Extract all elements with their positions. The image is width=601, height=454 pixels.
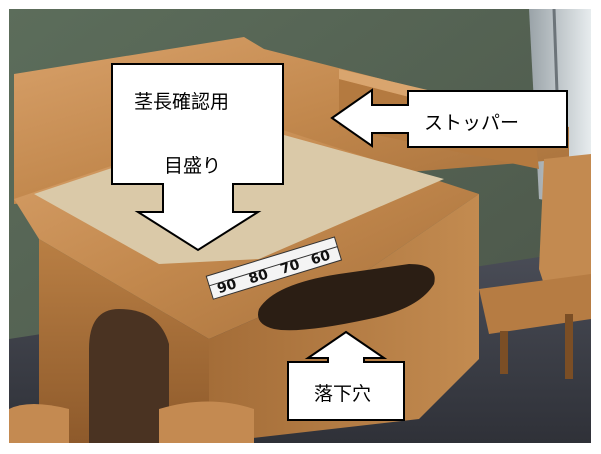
stopper-label: ストッパー bbox=[424, 112, 519, 134]
side-chair-seat bbox=[479, 274, 591, 334]
drop-hole-label: 落下穴 bbox=[314, 383, 371, 405]
drop-hole-callout: 落下穴 bbox=[287, 330, 405, 421]
scale-number: 90 bbox=[215, 276, 239, 297]
stool-left bbox=[9, 404, 69, 443]
measuring-board bbox=[34, 124, 444, 264]
scale-number: 70 bbox=[278, 257, 302, 278]
gauge-label-line2: 目盛り bbox=[164, 155, 221, 177]
scale-number: 60 bbox=[309, 247, 333, 268]
stool-right bbox=[159, 401, 254, 443]
scale-strip: 90 80 70 60 bbox=[205, 236, 343, 300]
stopper-callout: ストッパー bbox=[330, 88, 568, 148]
front-arch bbox=[89, 309, 169, 443]
gauge-callout: 茎長確認用 目盛り bbox=[111, 63, 284, 252]
gauge-label-line1: 茎長確認用 bbox=[134, 91, 229, 113]
scale-number: 80 bbox=[247, 266, 271, 287]
drop-hole bbox=[258, 264, 435, 331]
photograph: 90 80 70 60 bbox=[9, 9, 591, 443]
